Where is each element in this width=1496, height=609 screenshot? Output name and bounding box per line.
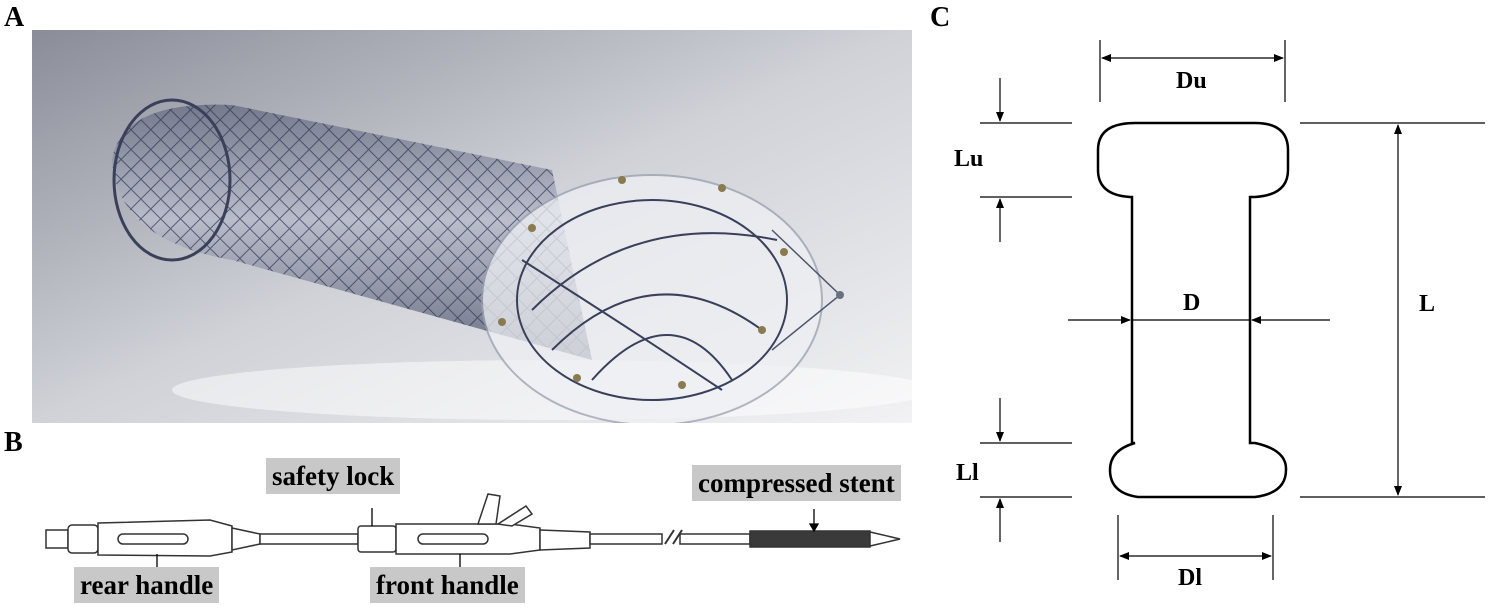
stent-photo [32,30,912,423]
dim-lu-label: Lu [954,146,984,172]
dim-du-label: Du [1176,68,1207,94]
dim-d-label: D [1183,290,1201,316]
compressed-stent-label: compressed stent [692,465,901,501]
safety-lock-ring [357,525,397,553]
panel-b-letter: B [4,427,23,458]
stent-dimension-drawing [980,40,1485,580]
panel-a-letter: A [4,2,25,33]
dim-dl-label: Dl [1178,565,1202,591]
panel-c-letter: C [930,2,951,33]
compressed-stent-segment [749,530,871,548]
stent-outline [1096,121,1290,499]
dim-ll-label: Ll [956,460,979,486]
delivery-system-diagram [45,493,901,568]
dim-l-label: L [1419,291,1436,317]
front-handle-label: front handle [370,567,525,603]
rear-cap [45,529,69,549]
rear-handle-label: rear handle [74,567,220,603]
safety-lock-label: safety lock [266,458,401,494]
